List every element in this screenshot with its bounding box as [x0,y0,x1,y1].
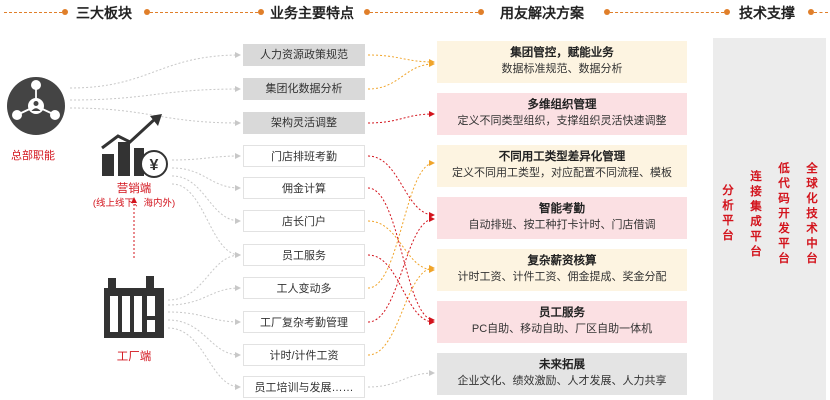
header-dot [144,9,150,15]
connector-sales-3 [171,175,241,224]
header-dot [258,9,264,15]
feature-group-analytics: 集团化数据分析 [243,78,365,100]
header-line [370,12,478,13]
solution-multidim-org: 多维组织管理 定义不同类型组织，支撑组织灵活快速调整 [437,93,687,135]
connector-factory-2 [167,285,241,306]
connector-feature-solution-5 [367,220,435,273]
header-dot [364,9,370,15]
connector-factory-3 [167,311,241,325]
solution-desc: 数据标准规范、数据分析 [501,63,623,75]
label-hq: 总部职能 [11,150,55,162]
connector-feature-solution-6 [367,111,435,124]
solution-title: 复杂薪资核算 [527,255,597,267]
network-hub-icon [7,77,65,135]
label-sales-sub: (线上线下、海内外) [92,198,176,209]
connector-feature-solution-8 [367,216,435,323]
solution-desc: 定义不同用工类型，对应配置不同流程、模板 [452,167,672,179]
header-line [610,12,724,13]
connector-hq-1 [69,52,241,89]
currency-icon: ¥ [150,157,159,174]
feature-store-scheduling: 门店排班考勤 [243,145,365,167]
feature-worker-turnover: 工人变动多 [243,277,365,299]
solution-smart-attendance: 智能考勤 自动排班、按工种打卡计时、门店借调 [437,197,687,239]
header-line [814,12,828,13]
solution-desc: 自动排班、按工种打卡计时、门店借调 [468,219,656,231]
solution-title: 不同用工类型差异化管理 [498,151,626,163]
feature-factory-attendance: 工厂复杂考勤管理 [243,311,365,333]
header-dot [724,9,730,15]
header-blocks: 三大板块 [76,5,132,21]
solution-title: 集团管控，赋能业务 [510,47,614,59]
sales-growth-icon: ¥ [101,114,168,178]
solution-employment-types: 不同用工类型差异化管理 定义不同用工类型，对应配置不同流程、模板 [437,145,687,187]
solution-future-expansion: 未来拓展 企业文化、绩效激励、人才发展、人力共享 [437,353,687,395]
connector-factory-5 [167,327,241,390]
connector-feature-solution-3 [367,160,435,289]
feature-store-manager-portal: 店长门户 [243,210,365,232]
connector-sales-4 [171,183,241,258]
header-features: 业务主要特点 [270,5,354,21]
solution-desc: 企业文化、绩效激励、人才发展、人力共享 [457,375,667,387]
connector-feature-solution-10 [367,254,435,325]
solution-desc: 定义不同类型组织，支撑组织灵活快速调整 [457,115,667,127]
label-factory: 工厂端 [116,351,152,363]
connector-feature-solution-4 [367,265,435,356]
connector-sales-1 [171,153,241,161]
header-dot [808,9,814,15]
solution-title: 未来拓展 [539,359,585,371]
feature-commission: 佣金计算 [243,177,365,199]
connector-feature-solution-2 [367,61,435,90]
tech-analytics-platform: 分析平台 [722,185,734,242]
header-dot [62,9,68,15]
connector-feature-solution-9 [367,187,435,323]
header-tech: 技术支撑 [739,5,795,21]
tech-integration-platform: 连接集成平台 [750,171,762,258]
connector-factory-1 [167,252,241,301]
header-dot [604,9,610,15]
solution-desc: 计时工资、计件工资、佣金提成、奖金分配 [457,271,667,283]
connector-hq-2 [69,86,241,101]
solution-title: 多维组织管理 [527,99,597,111]
solution-group-control: 集团管控，赋能业务 数据标准规范、数据分析 [437,41,687,83]
header-line [4,12,62,13]
tech-support-panel [713,38,826,400]
connector-sales-2 [171,167,241,191]
feature-employee-service: 员工服务 [243,244,365,266]
connector-feature-solution-7 [367,155,435,218]
solution-employee-service: 员工服务 PC自助、移动自助、厂区自助一体机 [437,301,687,343]
header-line [150,12,258,13]
feature-time-piece-wage: 计时/计件工资 [243,344,365,366]
solution-title: 智能考勤 [539,203,585,215]
feature-training: 员工培训与发展…… [243,376,365,398]
feature-org-adjust: 架构灵活调整 [243,112,365,134]
factory-building-icon [104,276,164,338]
connector-future [367,370,435,388]
label-sales: 营销端 [116,183,152,195]
connector-factory-4 [167,319,241,358]
solution-payroll: 复杂薪资核算 计时工资、计件工资、佣金提成、奖金分配 [437,249,687,291]
solution-desc: PC自助、移动自助、厂区自助一体机 [471,323,653,335]
header-solutions: 用友解决方案 [500,5,584,21]
tech-lowcode-platform: 低代码开发平台 [778,163,790,265]
connector-feature-solution-1 [367,54,435,65]
solution-title: 员工服务 [539,307,585,319]
header-dot [478,9,484,15]
feature-hr-policy: 人力资源政策规范 [243,44,365,66]
tech-global-middle-platform: 全球化技术中台 [806,163,818,265]
